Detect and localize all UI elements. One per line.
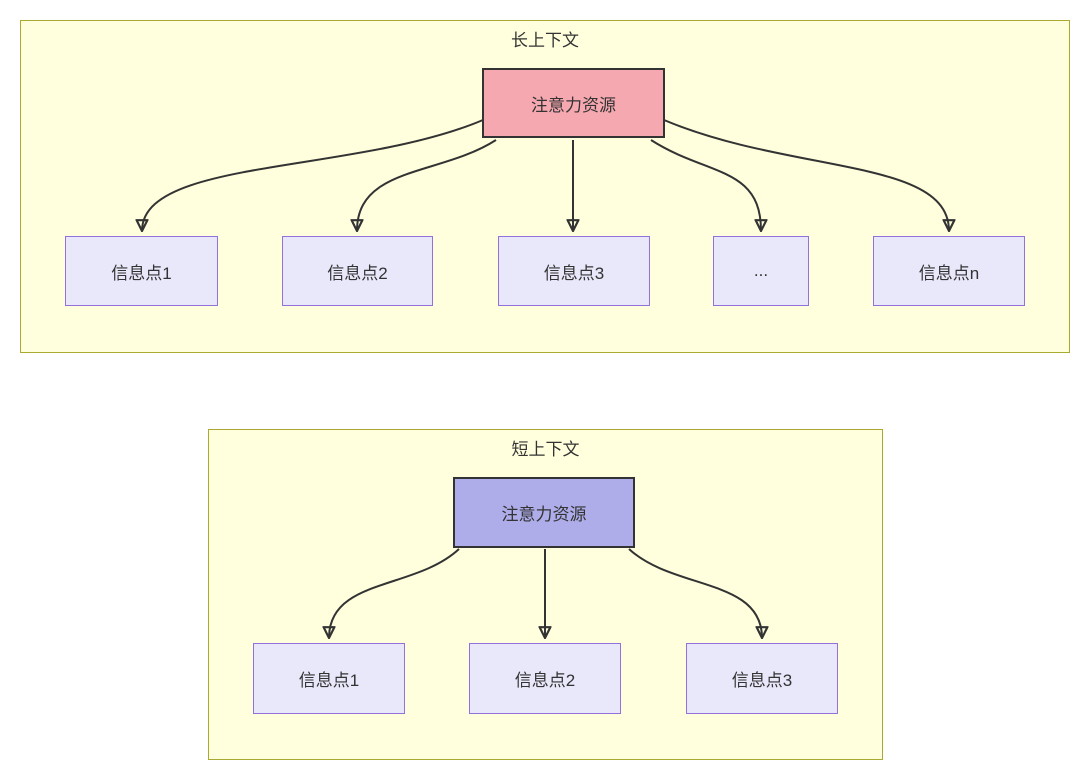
- short-context-info-node-3: 信息点3: [686, 643, 838, 714]
- long-context-info-node-n: 信息点n: [873, 236, 1025, 306]
- long-context-info-node-2: 信息点2: [282, 236, 433, 306]
- long-context-info-node-1: 信息点1: [65, 236, 218, 306]
- long-context-attention-node: 注意力资源: [482, 68, 665, 138]
- long-context-title: 长上下文: [511, 31, 579, 50]
- short-context-attention-node: 注意力资源: [453, 477, 635, 548]
- long-context-info-node-ellipsis: ...: [713, 236, 809, 306]
- short-context-info-node-1: 信息点1: [253, 643, 405, 714]
- short-context-title: 短上下文: [511, 440, 580, 459]
- short-context-info-node-2: 信息点2: [469, 643, 621, 714]
- long-context-info-node-3: 信息点3: [498, 236, 650, 306]
